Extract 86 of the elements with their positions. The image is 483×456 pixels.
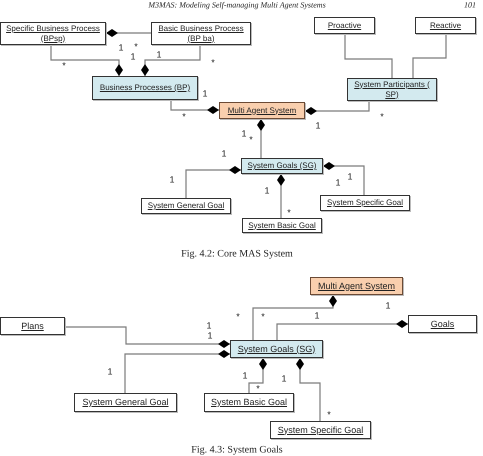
multiplicity-label: * bbox=[211, 58, 215, 68]
class-name: System Goals (SG) bbox=[238, 344, 316, 354]
multiplicity-label: 1 bbox=[208, 332, 212, 340]
multiplicity-label: * bbox=[327, 410, 331, 420]
class-box bbox=[347, 78, 437, 101]
multiplicity-label: * bbox=[236, 312, 240, 322]
class-name: Reactive bbox=[430, 20, 462, 30]
composition-connector bbox=[305, 101, 370, 115]
multiplicity-label: 1 bbox=[282, 374, 286, 384]
composition-connector bbox=[276, 320, 408, 340]
composition-connector bbox=[141, 45, 201, 76]
multiplicity-label: 1 bbox=[242, 372, 248, 380]
page-header: M3MAS: Modeling Self-managing Multi Agent Systems bbox=[148, 0, 326, 10]
composition-connector bbox=[277, 174, 285, 218]
class-box bbox=[0, 317, 65, 335]
multiplicity-label: * bbox=[256, 384, 260, 394]
class-name: Goals bbox=[430, 318, 454, 330]
multiplicity-label: * bbox=[380, 112, 384, 122]
class-box bbox=[320, 195, 410, 211]
class-box bbox=[141, 198, 231, 214]
class-name: System Specific Goal bbox=[326, 198, 404, 208]
class-name: System Basic Goal bbox=[210, 397, 288, 408]
multiplicity-label: 1 bbox=[336, 178, 340, 188]
class-name: Plans bbox=[21, 320, 44, 332]
class-box bbox=[242, 218, 322, 233]
class-box bbox=[74, 393, 177, 412]
class-box bbox=[415, 17, 476, 34]
composition-connector bbox=[106, 29, 151, 37]
multiplicity-label: 1 bbox=[314, 312, 320, 320]
class-box bbox=[230, 340, 323, 358]
figure-caption: Fig. 4.2: Core MAS System bbox=[181, 248, 293, 260]
multiplicity-label: * bbox=[287, 208, 291, 218]
composition-connector bbox=[50, 45, 123, 76]
class-box bbox=[151, 22, 251, 45]
composition-connector bbox=[170, 100, 219, 114]
class-box bbox=[92, 76, 198, 100]
class-name: System Specific Goal bbox=[278, 424, 364, 436]
class-box bbox=[314, 17, 375, 34]
multiplicity-label: * bbox=[249, 136, 253, 144]
multiplicity-label: * bbox=[134, 42, 138, 52]
figure-caption: Fig. 4.3: System Goals bbox=[191, 444, 283, 456]
multiplicity-label: 1 bbox=[202, 90, 208, 98]
class-name: Multi Agent System bbox=[318, 280, 396, 292]
class-box bbox=[0, 22, 106, 45]
multiplicity-label: * bbox=[182, 112, 186, 122]
class-box bbox=[310, 277, 403, 295]
connector-line bbox=[344, 34, 393, 78]
multiplicity-label: 1 bbox=[222, 150, 226, 158]
multiplicity-label: 1 bbox=[316, 122, 320, 130]
page-number: 101 bbox=[464, 0, 476, 10]
connector-line bbox=[412, 34, 447, 78]
multiplicity-label: 1 bbox=[108, 368, 112, 376]
multiplicity-label: 1 bbox=[130, 52, 136, 62]
class-name: Basic Business Process (BP ba) bbox=[157, 24, 245, 44]
class-name: System General Goal bbox=[148, 201, 224, 211]
class-name: System Goals (SG) bbox=[248, 161, 316, 171]
composition-connector bbox=[65, 326, 230, 348]
class-name: Business Processes (BP) bbox=[100, 83, 190, 93]
multiplicity-label: * bbox=[62, 62, 66, 70]
class-box bbox=[270, 421, 371, 439]
multiplicity-label: 1 bbox=[386, 302, 390, 310]
class-box bbox=[219, 102, 305, 119]
multiplicity-label: * bbox=[261, 312, 265, 322]
multiplicity-label: 1 bbox=[170, 176, 174, 184]
class-name: Multi Agent System bbox=[228, 106, 296, 116]
composition-connector bbox=[257, 119, 265, 158]
multiplicity-label: 1 bbox=[348, 172, 352, 182]
class-name: System Basic Goal bbox=[248, 220, 316, 230]
class-box bbox=[408, 315, 477, 333]
composition-connector bbox=[252, 295, 337, 340]
composition-connector bbox=[185, 166, 241, 198]
class-name: System General Goal bbox=[82, 397, 169, 408]
class-box bbox=[241, 158, 323, 174]
class-name: System Participants ( SP) bbox=[353, 80, 431, 100]
multiplicity-label: 1 bbox=[242, 130, 246, 138]
class-name: Proactive bbox=[328, 20, 362, 30]
multiplicity-label: 1 bbox=[118, 44, 124, 52]
composition-connector bbox=[296, 358, 321, 421]
class-box bbox=[204, 393, 294, 412]
composition-connector bbox=[124, 350, 230, 393]
composition-connector bbox=[248, 358, 267, 393]
composition-connector bbox=[323, 162, 365, 195]
multiplicity-label: 1 bbox=[156, 50, 162, 60]
multiplicity-label: 1 bbox=[206, 322, 212, 330]
class-name: Specific Business Process (BPsp) bbox=[5, 24, 101, 44]
multiplicity-label: 1 bbox=[264, 186, 270, 196]
